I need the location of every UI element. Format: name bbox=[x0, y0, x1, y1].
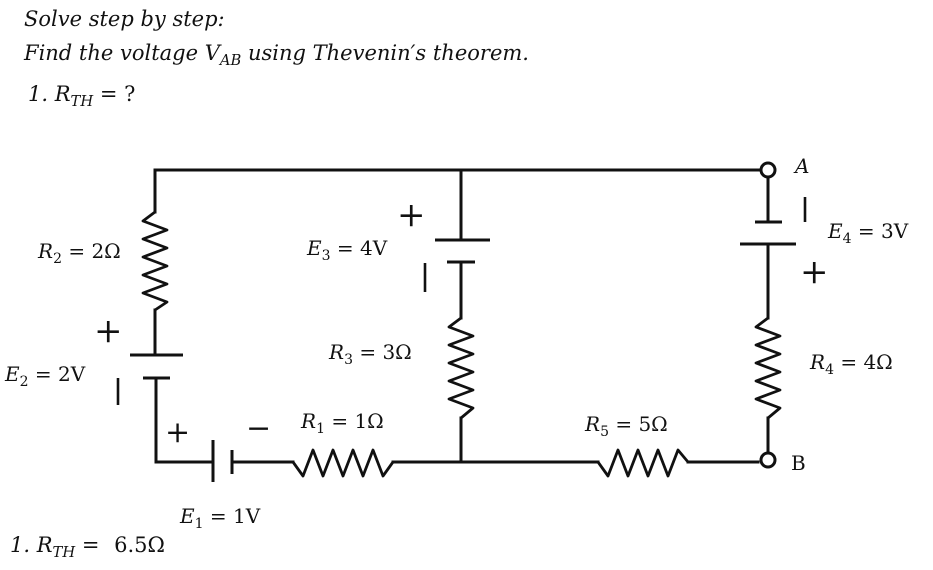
label-e3: E3 = 4V bbox=[307, 236, 388, 264]
answer-rth: 1. RTH = 6.5Ω bbox=[10, 535, 165, 561]
e1-plus-sign: + bbox=[165, 415, 191, 450]
answer-subscript: TH bbox=[52, 544, 76, 562]
question-rth: 1. RTH = ? bbox=[28, 84, 135, 110]
question-subscript: TH bbox=[70, 93, 94, 111]
statement-subscript: AB bbox=[219, 52, 242, 70]
problem-instruction: Solve step by step: bbox=[24, 9, 225, 30]
answer-prefix: 1. R bbox=[10, 533, 53, 557]
instruction-text: Solve step by step: bbox=[24, 7, 225, 31]
resistor-r4 bbox=[754, 316, 782, 420]
label-e1: E1 = 1V bbox=[180, 504, 261, 532]
statement-prefix: Find the voltage V bbox=[24, 41, 220, 65]
statement-suffix: using Thevenin′s theorem. bbox=[241, 41, 529, 65]
terminal-b bbox=[759, 451, 777, 469]
question-prefix: 1. R bbox=[28, 82, 71, 106]
answer-value: 6.5Ω bbox=[114, 533, 165, 557]
terminal-b-label: B bbox=[791, 451, 806, 475]
terminal-a-label: A bbox=[795, 154, 810, 178]
question-suffix: = ? bbox=[93, 82, 136, 106]
e4-plus-sign: + bbox=[800, 252, 829, 292]
resistor-r5 bbox=[596, 448, 690, 478]
e2-plus-sign: + bbox=[94, 311, 123, 351]
label-r1: R1 = 1Ω bbox=[301, 409, 384, 437]
resistor-r3 bbox=[447, 316, 475, 420]
e3-plus-sign: + bbox=[397, 195, 426, 235]
label-r5: R5 = 5Ω bbox=[585, 412, 668, 440]
terminal-a bbox=[759, 161, 777, 179]
label-r3: R3 = 3Ω bbox=[329, 340, 412, 368]
label-r4: R4 = 4Ω bbox=[810, 350, 893, 378]
e1-minus-sign: − bbox=[246, 411, 272, 446]
label-r2: R2 = 2Ω bbox=[38, 239, 121, 267]
label-e4: E4 = 3V bbox=[828, 219, 909, 247]
resistor-r1 bbox=[291, 448, 395, 478]
answer-eq: = bbox=[75, 533, 107, 557]
problem-statement: Find the voltage VAB using Thevenin′s th… bbox=[24, 43, 529, 69]
resistor-r2 bbox=[141, 210, 169, 312]
label-e2: E2 = 2V bbox=[5, 362, 86, 390]
